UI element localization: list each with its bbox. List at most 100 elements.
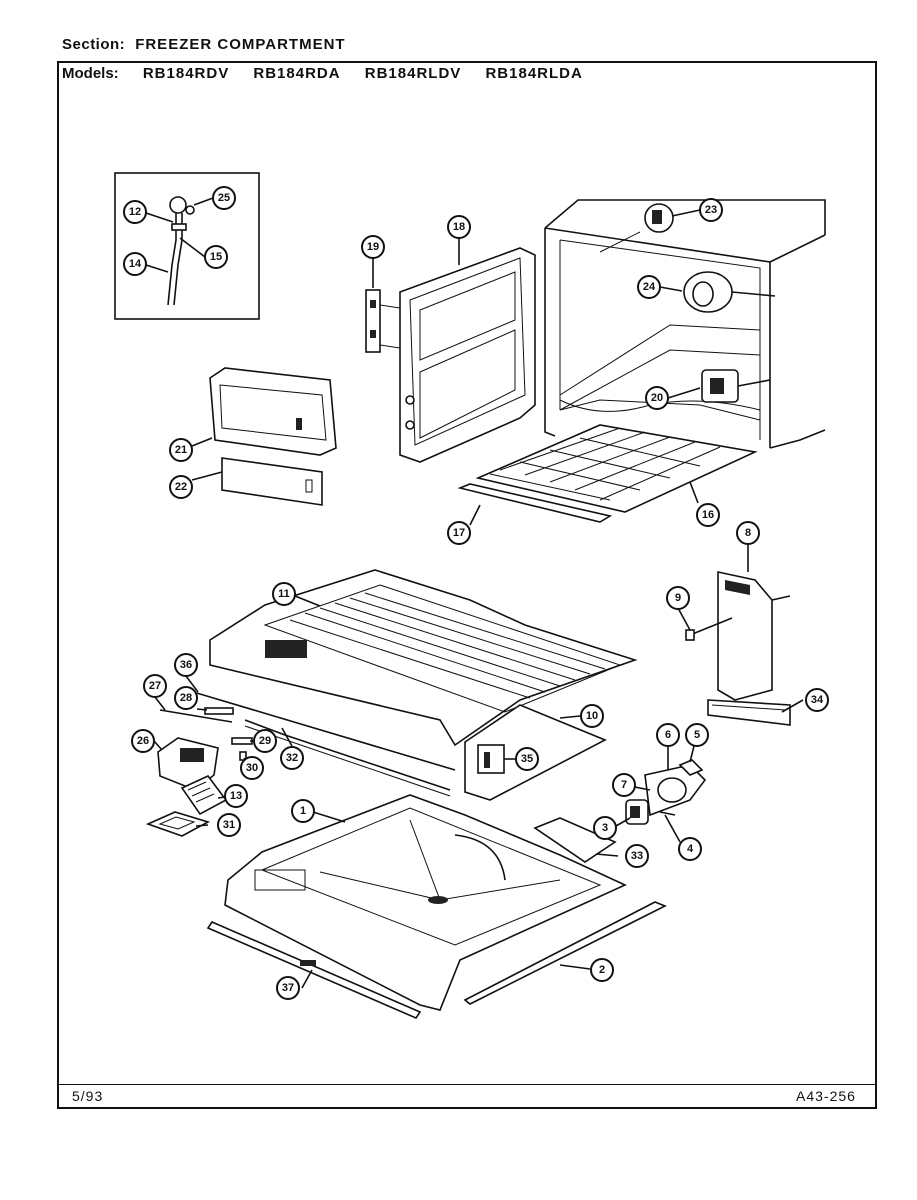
callout-35: 35: [515, 747, 539, 771]
callout-28: 28: [174, 686, 198, 710]
callout-label: 35: [521, 753, 533, 765]
callout-label: 36: [180, 659, 192, 671]
rod-27: [159, 709, 233, 723]
callout-3: 3: [593, 816, 617, 840]
side-rail-37: [206, 921, 422, 1019]
models-heading: Models: RB184RDV RB184RDA RB184RLDV RB18…: [62, 65, 583, 82]
callout-32: 32: [280, 746, 304, 770]
callout-label: 23: [705, 204, 717, 216]
callout-31: 31: [217, 813, 241, 837]
callout-22: 22: [169, 475, 193, 499]
callout-23: 23: [699, 198, 723, 222]
callout-37: 37: [276, 976, 300, 1000]
callout-label: 19: [367, 241, 379, 253]
section-value: FREEZER COMPARTMENT: [135, 36, 346, 53]
duct-bracket: [707, 699, 791, 726]
rod-28: [204, 707, 234, 715]
wire-shelf: [475, 424, 758, 513]
callout-15: 15: [204, 245, 228, 269]
callout-20: 20: [645, 386, 669, 410]
leader-lines: [145, 197, 804, 989]
door-liner: [399, 247, 536, 463]
callout-10: 10: [580, 704, 604, 728]
callout-label: 25: [218, 192, 230, 204]
model-number: RB184RLDV: [364, 65, 462, 82]
model-number: RB184RDV: [142, 65, 230, 82]
callout-label: 10: [586, 710, 598, 722]
callout-14: 14: [123, 252, 147, 276]
door-hinge: [365, 289, 401, 353]
callout-label: 1: [300, 805, 306, 817]
callout-label: 37: [282, 982, 294, 994]
callout-5: 5: [685, 723, 709, 747]
callout-27: 27: [143, 674, 167, 698]
callout-18: 18: [447, 215, 471, 239]
callout-label: 5: [694, 729, 700, 741]
callout-label: 34: [811, 694, 824, 706]
callout-36: 36: [174, 653, 198, 677]
air-duct: [717, 571, 791, 701]
grille-frame: [145, 811, 211, 837]
callout-label: 3: [602, 822, 608, 834]
callout-1: 1: [291, 799, 315, 823]
callout-label: 2: [599, 964, 605, 976]
freezer-cabinet: [544, 199, 826, 449]
callout-label: 32: [286, 752, 298, 764]
diagram-frame: [57, 61, 877, 1109]
callout-label: 4: [687, 843, 694, 855]
callout-16: 16: [696, 503, 720, 527]
section-heading: Section: FREEZER COMPARTMENT: [62, 36, 346, 53]
callout-label: 7: [621, 779, 627, 791]
callout-21: 21: [169, 438, 193, 462]
ice-tray: [157, 737, 219, 791]
thermostat-bracket: [477, 744, 505, 774]
callout-label: 30: [246, 762, 258, 774]
callout-label: 31: [223, 819, 235, 831]
callout-33: 33: [625, 844, 649, 868]
callout-2: 2: [590, 958, 614, 982]
callout-label: 33: [631, 850, 643, 862]
callout-label: 27: [149, 680, 161, 692]
callout-label: 17: [453, 527, 465, 539]
evaporator-cover: [209, 569, 638, 747]
rod-29: [231, 737, 253, 745]
callout-4: 4: [678, 837, 702, 861]
side-rail-2: [463, 901, 667, 1005]
models-label: Models:: [62, 65, 119, 82]
footer-rule: [57, 1084, 877, 1085]
callout-label: 24: [643, 281, 656, 293]
tube-32: [244, 719, 451, 797]
callout-label: 13: [230, 790, 242, 802]
callout-29: 29: [253, 729, 277, 753]
callout-label: 15: [210, 251, 222, 263]
model-number: RB184RLDA: [485, 65, 583, 82]
callout-17: 17: [447, 521, 471, 545]
section-label: Section:: [62, 36, 126, 53]
freezer-pan: [224, 794, 627, 1011]
callout-25: 25: [212, 186, 236, 210]
callout-11: 11: [272, 582, 296, 606]
callout-label: 20: [651, 392, 663, 404]
shelf-rail: [457, 483, 613, 523]
callout-label: 29: [259, 735, 271, 747]
footer-code: A43-256: [796, 1088, 856, 1104]
callout-30: 30: [240, 756, 264, 780]
callout-12: 12: [123, 200, 147, 224]
callout-9: 9: [666, 586, 690, 610]
callout-8: 8: [736, 521, 760, 545]
pan-cover: [533, 817, 617, 863]
callout-label: 9: [675, 592, 681, 604]
callout-label: 11: [278, 588, 290, 600]
callout-label: 21: [175, 444, 187, 456]
callout-24: 24: [637, 275, 661, 299]
callout-7: 7: [612, 773, 636, 797]
callout-label: 28: [180, 692, 192, 704]
panel-insert: [221, 457, 323, 506]
callout-label: 8: [745, 527, 751, 539]
model-number: RB184RDA: [253, 65, 341, 82]
callout-19: 19: [361, 235, 385, 259]
callout-34: 34: [805, 688, 829, 712]
rod-30: [239, 751, 247, 761]
callout-13: 13: [224, 784, 248, 808]
door-panel: [209, 367, 337, 456]
